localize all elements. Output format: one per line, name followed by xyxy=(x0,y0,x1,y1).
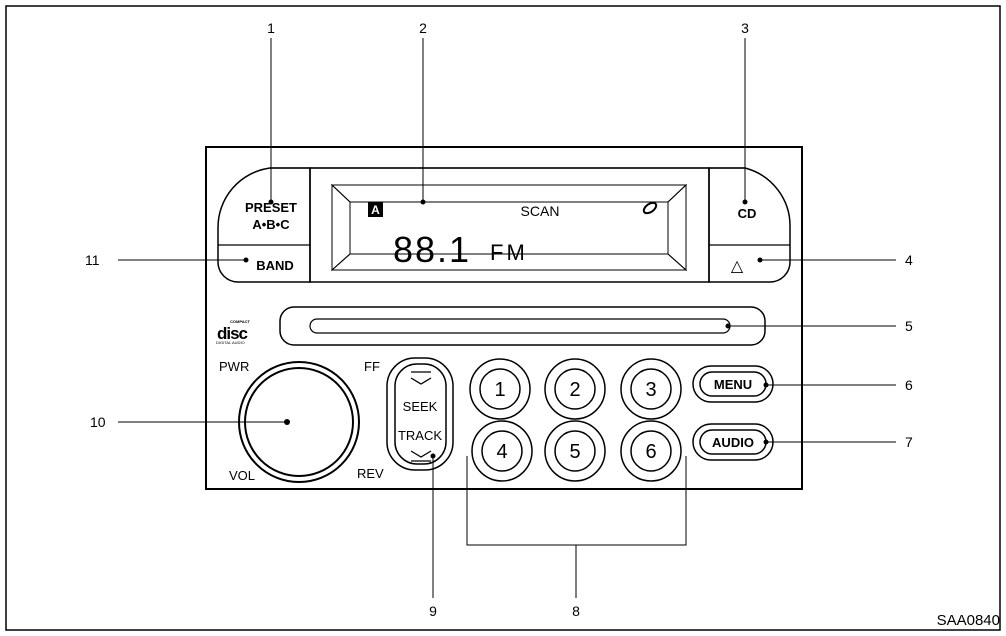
seek-track-rocker[interactable] xyxy=(394,363,447,465)
svg-text:1: 1 xyxy=(494,379,505,401)
svg-text:disc: disc xyxy=(217,324,248,343)
ff-label: FF xyxy=(364,359,380,374)
callout-5: 5 xyxy=(905,318,913,334)
eject-icon[interactable]: △ xyxy=(731,258,744,275)
callout-9: 9 xyxy=(429,603,437,619)
callout-2: 2 xyxy=(419,20,427,36)
audio-button-label[interactable]: AUDIO xyxy=(712,435,754,450)
compact-disc-logo: COMPACT disc DIGITAL AUDIO xyxy=(216,319,250,345)
band-button-label[interactable]: BAND xyxy=(256,258,294,273)
lcd-screen xyxy=(349,201,669,255)
seek-up-icon[interactable] xyxy=(410,371,432,385)
callout-8: 8 xyxy=(572,603,580,619)
seek-down-icon[interactable] xyxy=(410,450,432,462)
callout-1: 1 xyxy=(267,20,275,36)
seek-track-surround xyxy=(386,357,454,471)
band-readout: FM xyxy=(490,240,528,265)
radio-faceplate xyxy=(205,146,803,490)
callout-4: 4 xyxy=(905,252,913,268)
svg-text:4: 4 xyxy=(496,441,507,463)
svg-text:2: 2 xyxy=(569,379,580,401)
callout-11: 11 xyxy=(85,252,100,268)
leader-dots xyxy=(243,199,769,459)
figure-code: SAA0840 xyxy=(936,612,1000,629)
menu-button-surround xyxy=(692,365,774,403)
track-label[interactable]: TRACK xyxy=(398,428,442,443)
vol-label: VOL xyxy=(229,468,255,483)
svg-text:COMPACT: COMPACT xyxy=(230,319,250,324)
callout-10: 10 xyxy=(90,414,106,430)
preset-bank-indicator xyxy=(368,202,383,217)
figure-frame xyxy=(5,5,1001,631)
preset-button-1[interactable]: 1 xyxy=(469,358,531,420)
menu-button-label[interactable]: MENU xyxy=(714,377,752,392)
frequency-readout: 88.1 xyxy=(393,229,471,270)
preset-button-3[interactable]: 3 xyxy=(620,358,682,420)
cd-eject-button-group[interactable] xyxy=(708,167,791,283)
cd-button-label[interactable]: CD xyxy=(738,206,757,221)
preset-button-5[interactable]: 5 xyxy=(544,420,606,482)
cd-slot-surround xyxy=(279,306,766,346)
callout-6: 6 xyxy=(905,377,913,393)
preset-bank-letter: A xyxy=(371,203,380,217)
svg-text:DIGITAL AUDIO: DIGITAL AUDIO xyxy=(216,340,245,345)
pwr-label: PWR xyxy=(219,359,249,374)
cd-slot[interactable] xyxy=(309,318,731,334)
svg-text:3: 3 xyxy=(645,379,656,401)
callout-7: 7 xyxy=(905,434,913,450)
callout-3: 3 xyxy=(741,20,749,36)
rev-label: REV xyxy=(357,466,384,481)
leader-lines xyxy=(118,38,896,598)
preset-band-button-group[interactable] xyxy=(217,167,311,283)
svg-text:6: 6 xyxy=(645,441,656,463)
preset-button-4[interactable]: 4 xyxy=(471,420,533,482)
preset-button-label[interactable]: PRESET xyxy=(245,200,297,215)
preset-button-2[interactable]: 2 xyxy=(544,358,606,420)
scan-indicator: SCAN xyxy=(521,203,560,219)
disc-icon xyxy=(642,201,658,215)
seek-label[interactable]: SEEK xyxy=(403,399,438,414)
preset-abc-label[interactable]: A•B•C xyxy=(252,217,290,232)
svg-text:5: 5 xyxy=(569,441,580,463)
preset-button-6[interactable]: 6 xyxy=(620,420,682,482)
